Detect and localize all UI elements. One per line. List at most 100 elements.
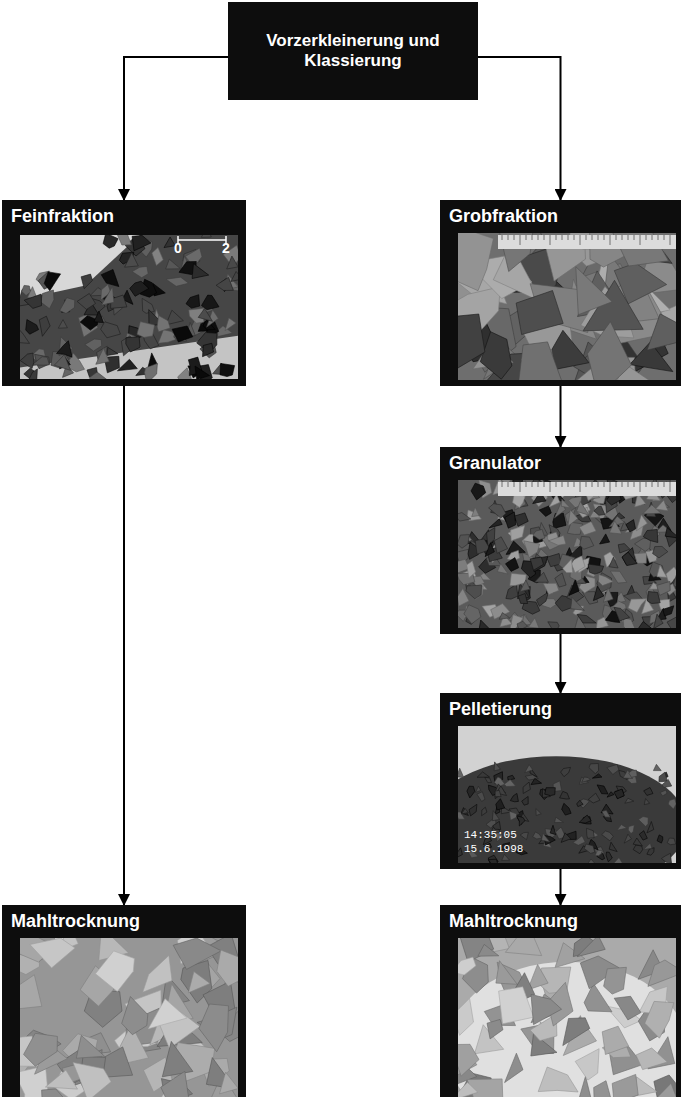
photo-detail <box>502 482 503 487</box>
photo-detail <box>488 859 498 863</box>
photo-detail <box>538 1067 578 1092</box>
photo-detail <box>664 482 665 487</box>
photo-detail <box>510 793 518 801</box>
photo-detail <box>576 267 612 315</box>
photo-detail <box>588 793 600 803</box>
photo-detail <box>595 850 602 855</box>
photo-detail <box>494 762 500 771</box>
photo-detail <box>101 270 119 287</box>
photo-detail <box>482 807 487 816</box>
photo-detail <box>57 341 73 357</box>
photo-detail <box>186 295 200 308</box>
photo-detail <box>550 825 556 834</box>
photo-detail <box>609 557 618 568</box>
photo-detail <box>548 535 566 545</box>
photo-detail <box>523 782 530 794</box>
photo-detail <box>518 594 527 604</box>
photo-detail <box>623 618 636 628</box>
photo-detail <box>663 606 674 616</box>
box-title: Mahltrocknung <box>11 911 140 932</box>
photo-detail <box>495 790 501 796</box>
photo-detail <box>157 316 170 332</box>
photo-detail <box>489 519 502 528</box>
photo-detail <box>624 834 631 843</box>
photo-detail <box>489 504 506 518</box>
photo-detail <box>574 482 575 487</box>
photo-detail <box>85 339 102 351</box>
photo-detail <box>562 482 563 487</box>
photo-detail <box>568 235 569 240</box>
photo-detail <box>592 235 593 240</box>
photo-detail <box>531 994 562 1024</box>
photo-detail <box>231 272 238 282</box>
photo-detail <box>103 235 118 248</box>
photo-box: Mahltrocknung <box>440 905 681 1097</box>
photo-detail <box>597 785 608 794</box>
photo-detail <box>628 825 634 834</box>
photo-detail <box>477 792 485 802</box>
photo-detail <box>524 541 540 558</box>
photo-detail <box>653 546 668 558</box>
photo <box>20 938 238 1097</box>
photo-detail <box>73 1063 111 1097</box>
photo-detail <box>526 235 527 240</box>
photo-detail <box>509 811 517 820</box>
photo-detail <box>587 828 595 838</box>
photo-detail <box>60 298 75 314</box>
photo-box: Granulator <box>440 447 681 634</box>
photo-timestamp: 14:35:05 <box>464 829 517 841</box>
photo-detail <box>162 1041 193 1076</box>
photo-detail <box>614 789 624 799</box>
photo-detail <box>30 938 75 968</box>
photo-detail <box>458 513 471 522</box>
photo-detail <box>569 580 579 596</box>
photo-detail <box>539 506 551 517</box>
photo-detail <box>20 353 34 369</box>
photo-detail <box>201 235 211 237</box>
photo-detail <box>148 999 187 1029</box>
photo-detail <box>458 314 485 374</box>
photo-detail <box>525 765 533 773</box>
photo-detail <box>588 859 595 863</box>
photo-detail <box>466 585 482 599</box>
photo-detail <box>28 369 37 379</box>
photo-detail <box>202 295 220 310</box>
photo-box: Mahltrocknung <box>2 905 246 1097</box>
photo-detail <box>658 482 659 487</box>
photo-box: Pelletierung <box>440 693 681 869</box>
photo-detail <box>137 322 155 338</box>
photo-detail <box>45 1070 77 1089</box>
photo-detail <box>514 482 515 487</box>
flow-arrow <box>124 57 228 200</box>
photo-detail <box>458 848 462 858</box>
photo-detail <box>32 357 49 366</box>
photo-detail <box>520 235 521 245</box>
photo-detail <box>458 535 470 549</box>
photo-detail <box>529 618 540 628</box>
photo-detail <box>549 494 560 507</box>
photo-detail <box>577 800 583 806</box>
photo-detail <box>610 482 611 492</box>
photo-detail <box>79 314 99 337</box>
photo-detail <box>592 774 602 778</box>
photo-detail <box>668 799 676 809</box>
photo-detail <box>458 480 676 628</box>
photo-detail <box>550 482 551 492</box>
photo-detail <box>514 513 528 526</box>
photo-detail <box>563 1017 596 1056</box>
photo-detail <box>640 482 641 492</box>
photo-detail <box>526 482 527 487</box>
photo-detail <box>643 843 652 849</box>
photo-detail <box>492 811 499 821</box>
photo-detail <box>560 791 570 799</box>
photo-detail <box>117 235 132 245</box>
box-title: Mahltrocknung <box>449 911 578 932</box>
photo-detail <box>634 482 635 487</box>
photo-detail <box>563 1018 590 1046</box>
photo-detail <box>143 955 172 992</box>
photo-detail <box>125 253 139 268</box>
photo-detail <box>520 482 521 492</box>
photo-detail <box>670 482 671 492</box>
photo-detail <box>461 808 468 816</box>
photo-detail <box>535 572 549 582</box>
